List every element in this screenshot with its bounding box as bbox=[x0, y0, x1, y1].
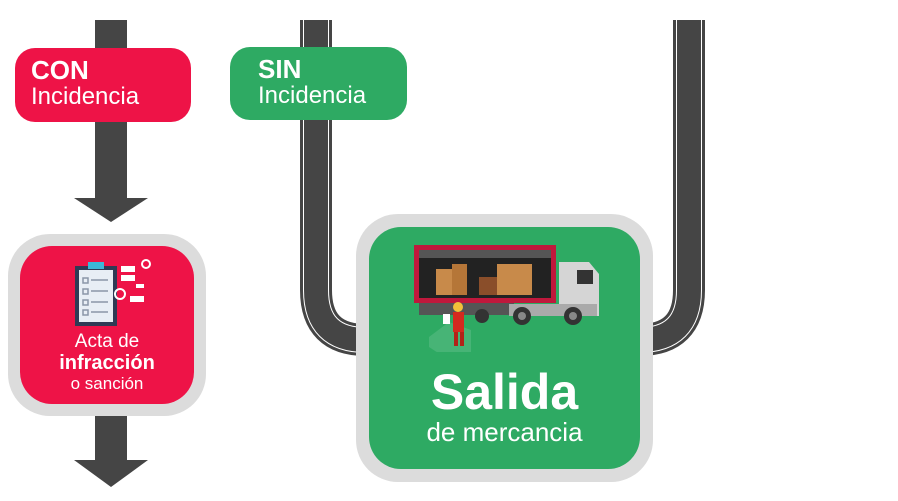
truck-illustration bbox=[414, 245, 599, 352]
acta-line3: o sanción bbox=[70, 374, 144, 393]
con-label: CON bbox=[31, 55, 89, 85]
incidencia-label: Incidencia bbox=[31, 83, 140, 110]
clipboard-checklist-icon bbox=[75, 259, 151, 326]
worker-icon bbox=[443, 302, 464, 346]
salida-card: Salida de mercancia bbox=[356, 214, 653, 482]
acta-line1: Acta de bbox=[74, 331, 140, 352]
con-incidencia-badge: CON Incidencia bbox=[15, 48, 191, 122]
left-road-arrow-bottom bbox=[74, 405, 148, 487]
sin-label: SIN bbox=[258, 54, 302, 84]
acta-card: Acta de infracción o sanción bbox=[8, 234, 206, 416]
incidencia-label: Incidencia bbox=[258, 82, 367, 109]
salida-subtitle: de mercancia bbox=[426, 417, 583, 447]
acta-line2: infracción bbox=[59, 352, 155, 374]
sin-incidencia-badge: SIN Incidencia bbox=[230, 47, 407, 120]
salida-title: Salida bbox=[430, 364, 579, 420]
